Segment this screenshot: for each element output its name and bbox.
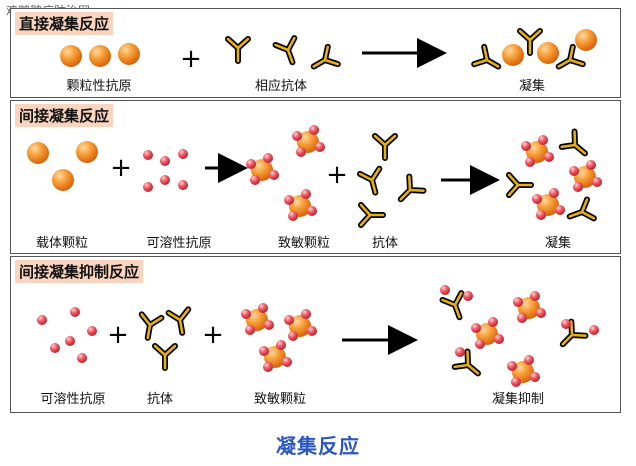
label-soluble-antigen: 可溶性抗原: [146, 236, 212, 251]
soluble-antigen-group: [37, 307, 97, 363]
label-sensitized-particle: 致敏颗粒: [277, 236, 331, 251]
label-carrier-particle: 载体颗粒: [35, 236, 89, 251]
label-sensitized-particle: 致敏颗粒: [253, 392, 307, 407]
label-agglutination: 凝集: [518, 79, 546, 94]
plus-sign: +: [110, 153, 132, 183]
label-particle-antigen: 颗粒性抗原: [66, 79, 132, 94]
label-antibody: 抗体: [371, 236, 399, 251]
particle-antigen-group: [60, 43, 140, 67]
agglutination-network: [509, 132, 602, 226]
label-agglutination-inhibition: 凝集抑制: [491, 392, 545, 407]
antibody-group: [360, 136, 423, 225]
label-antibody: 相应抗体: [254, 79, 308, 94]
plus-sign: +: [326, 160, 348, 190]
panel-indirect-agglutination-inhibition: 间接凝集抑制反应: [10, 256, 621, 413]
carrier-particle-group: [27, 141, 98, 191]
label-agglutination: 凝集: [544, 236, 572, 251]
sensitized-particle-group: [241, 303, 317, 372]
soluble-antigen-group: [143, 149, 188, 192]
panel-title: 间接凝集反应: [15, 104, 114, 127]
antibody-group: [138, 309, 192, 368]
panel-title: 直接凝集反应: [15, 12, 114, 35]
panel-title: 间接凝集抑制反应: [15, 260, 144, 283]
inhibition-group: [440, 285, 599, 387]
antibody-group: [228, 38, 338, 75]
panel-indirect-agglutination: 间接凝集反应: [10, 100, 621, 254]
agglutination-cluster: [474, 29, 597, 75]
label-antibody: 抗体: [146, 392, 174, 407]
plus-sign: +: [107, 320, 129, 350]
plus-sign: +: [180, 44, 202, 74]
figure-footer: 凝集反应: [276, 434, 360, 458]
plus-sign: +: [202, 320, 224, 350]
sensitized-particle-group: [246, 125, 325, 221]
label-soluble-antigen: 可溶性抗原: [40, 392, 106, 407]
